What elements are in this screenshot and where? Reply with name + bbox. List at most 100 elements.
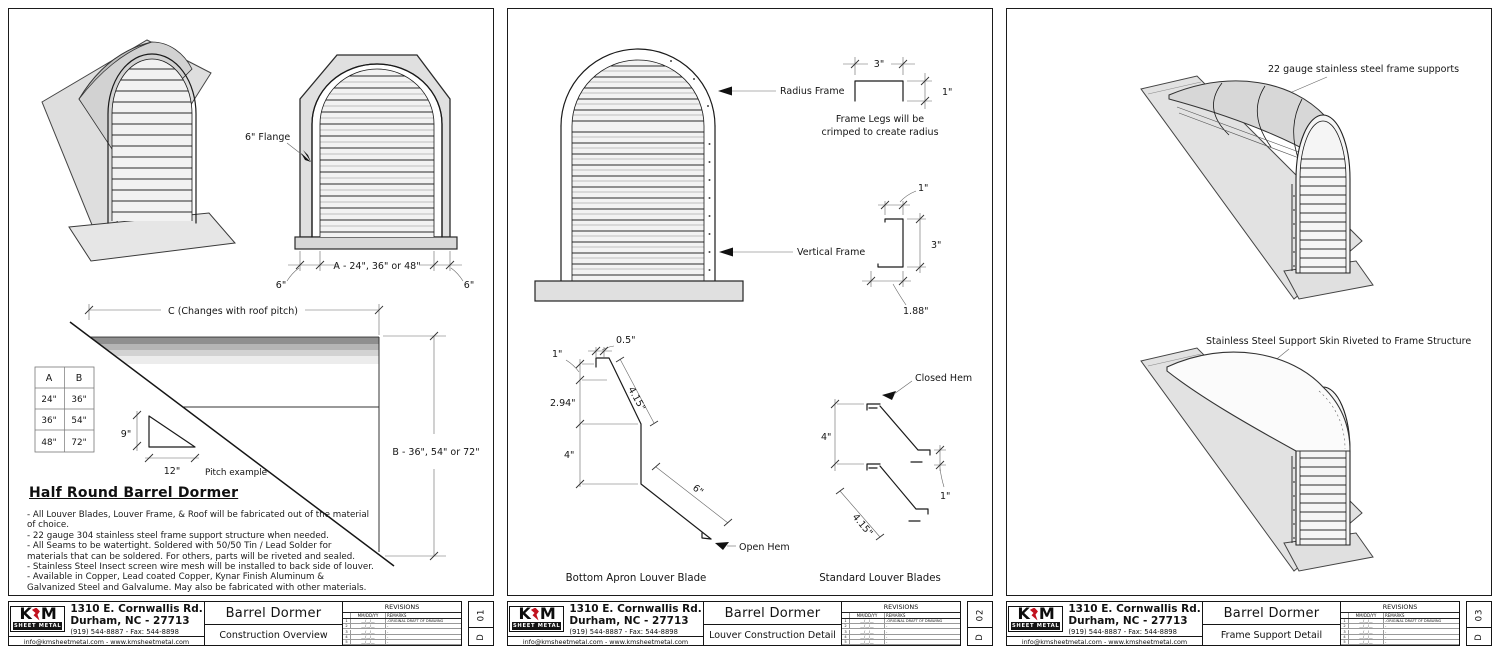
open-hem-label: Open Hem xyxy=(739,542,790,553)
radius-frame-leg-dim: 1" xyxy=(942,87,952,98)
sheet2-drawing-area: Radius Frame Vertical Frame 3" 1" Frame … xyxy=(507,8,993,596)
apron-web-dim: 4" xyxy=(564,450,574,461)
sheet1-notes: - All Louver Blades, Louver Frame, & Roo… xyxy=(27,510,375,593)
apron-hem-dim: 0.5" xyxy=(616,335,635,346)
bottom-apron-blade-detail: 1" 2.94" 4" 0.5" 4.15" 6" Open Hem Botto… xyxy=(550,335,790,584)
logo-m: M xyxy=(40,604,57,623)
dim-flange-left: 6" xyxy=(276,280,286,291)
dim-c-label: C (Changes with roof pitch) xyxy=(168,306,298,317)
drawing-subtitle: Construction Overview xyxy=(219,629,328,641)
apron-drop-dim: 2.94" xyxy=(550,398,576,409)
ab-cell: 48" xyxy=(41,438,56,448)
sheet-number-box: 02 D xyxy=(967,601,993,646)
address-line2: Durham, NC - 27713 xyxy=(70,614,190,627)
rivet-dots xyxy=(670,60,711,271)
note-line: - 22 gauge 304 stainless steel frame sup… xyxy=(27,530,329,541)
revision-row: 3__/__/__- xyxy=(842,629,960,635)
revision-row: 5__/__/__- xyxy=(842,639,960,646)
apron-caption: Bottom Apron Louver Blade xyxy=(566,573,707,584)
sheet-louver-construction-detail: Radius Frame Vertical Frame 3" 1" Frame … xyxy=(507,8,993,654)
closed-hem-label: Closed Hem xyxy=(915,373,972,384)
pitch-diagram: C (Changes with roof pitch) B - 36", 54"… xyxy=(34,304,480,567)
revision-row: 1__/__/__-ORIGINAL DRAFT OF DRAWING xyxy=(343,619,461,625)
drawing-subtitle: Frame Support Detail xyxy=(1220,629,1323,641)
company-address: 1310 E. Cornwallis Rd. Durham, NC - 2771… xyxy=(569,603,702,636)
radius-frame-label: Radius Frame xyxy=(780,86,845,97)
sheet-number-box: 03 D xyxy=(1466,601,1492,646)
drawing-subtitle: Louver Construction Detail xyxy=(709,629,836,641)
standard-face-dim: 4.15" xyxy=(850,512,875,539)
iso-dormer-view xyxy=(41,39,236,262)
logo-banner: SHEET METAL xyxy=(13,622,63,630)
revision-row: 1__/__/__-ORIGINAL DRAFT OF DRAWING xyxy=(842,619,960,625)
logo-k: K xyxy=(19,604,32,623)
revision-row: 1__/__/__-ORIGINAL DRAFT OF DRAWING xyxy=(1341,619,1459,625)
revision-row: 2__/__/__- xyxy=(343,624,461,630)
frame-supports-label: 22 gauge stainless steel frame supports xyxy=(1268,64,1459,75)
standard-spacing-dim: 4" xyxy=(821,432,831,443)
titleblock-title-cell: Barrel Dormer Construction Overview xyxy=(205,602,343,645)
revision-row: 4__/__/__- xyxy=(842,634,960,640)
louver-elevation-view: Radius Frame Vertical Frame xyxy=(534,48,865,302)
revision-row: 4__/__/__- xyxy=(1341,634,1459,640)
standard-hem-dim: 1" xyxy=(940,491,950,502)
pitch-run-label: 12" xyxy=(164,466,180,477)
dim-width-a: A - 24", 36" or 48" xyxy=(333,261,420,272)
standard-blades-detail: 4" Closed Hem 1" 4.15" Standard Louver B… xyxy=(819,373,972,584)
vertical-frame-bottom-dim: 1.88" xyxy=(903,306,929,317)
revision-row: 5__/__/__- xyxy=(343,639,461,646)
titleblock-title-cell: Barrel Dormer Louver Construction Detail xyxy=(704,602,842,645)
ab-table: A B 24" 36" 36" 54" 48" 72" xyxy=(34,366,95,453)
standard-caption: Standard Louver Blades xyxy=(819,573,941,584)
address-line1: 1310 E. Cornwallis Rd. xyxy=(70,603,203,615)
logo-banner: SHEET METAL xyxy=(512,622,562,630)
ab-col-b: B xyxy=(76,373,83,384)
drawing-title: Barrel Dormer xyxy=(205,602,342,626)
revisions-date-header: MM/DD/YY xyxy=(351,613,386,618)
sheet-number: 01 xyxy=(469,602,493,629)
note-line: - Available in Copper, Lead coated Coppe… xyxy=(27,572,367,593)
red-bolt-icon xyxy=(31,607,40,621)
vertical-frame-top-dim: 1" xyxy=(918,183,928,194)
sheet-frame-support-detail: 22 gauge stainless steel frame supports xyxy=(1006,8,1492,654)
iso-frame-supports-view: 22 gauge stainless steel frame supports xyxy=(1140,64,1459,300)
vertical-frame-label: Vertical Frame xyxy=(797,247,865,258)
dim-b-label: B - 36", 54" or 72" xyxy=(392,447,479,458)
sheet3-drawing-area: 22 gauge stainless steel frame supports xyxy=(1006,8,1492,596)
radius-frame-profile: 3" 1" Frame Legs will be crimped to crea… xyxy=(821,57,952,138)
flange-dim-label: 6" Flange xyxy=(245,132,290,143)
sheet-number: 02 xyxy=(968,602,992,629)
revision-row: 2__/__/__- xyxy=(842,624,960,630)
ab-col-a: A xyxy=(46,373,53,384)
drawing-title: Barrel Dormer xyxy=(1203,602,1340,626)
ab-cell: 72" xyxy=(71,438,86,448)
sheet3-drawing: 22 gauge stainless steel frame supports xyxy=(1140,64,1471,572)
revision-row: 2__/__/__- xyxy=(1341,624,1459,630)
support-skin-label: Stainless Steel Support Skin Riveted to … xyxy=(1206,336,1471,347)
ab-cell: 24" xyxy=(41,395,56,405)
address-line3: (919) 544-8887 - Fax: 544-8898 xyxy=(70,628,179,636)
company-address: 1310 E. Cornwallis Rd. Durham, NC - 2771… xyxy=(1068,603,1201,636)
ab-cell: 36" xyxy=(71,395,86,405)
revision-row: 3__/__/__- xyxy=(343,629,461,635)
apron-lip-dim: 1" xyxy=(552,349,562,360)
iso-support-skin-view: Stainless Steel Support Skin Riveted to … xyxy=(1140,336,1471,572)
note-line: - All Seams to be watertight. Soldered w… xyxy=(27,541,356,562)
sheet-construction-overview: 6" Flange A - 24", 36" or 48" 6" 6" xyxy=(8,8,494,654)
radius-frame-width-dim: 3" xyxy=(874,59,884,70)
note-line: - Stainless Steel Insect screen wire mes… xyxy=(27,562,374,573)
titleblock-title-cell: Barrel Dormer Frame Support Detail xyxy=(1203,602,1341,645)
note-line: - All Louver Blades, Louver Frame, & Roo… xyxy=(27,510,370,531)
vertical-frame-web-dim: 3" xyxy=(931,240,941,251)
sheet-series: D xyxy=(974,632,985,641)
